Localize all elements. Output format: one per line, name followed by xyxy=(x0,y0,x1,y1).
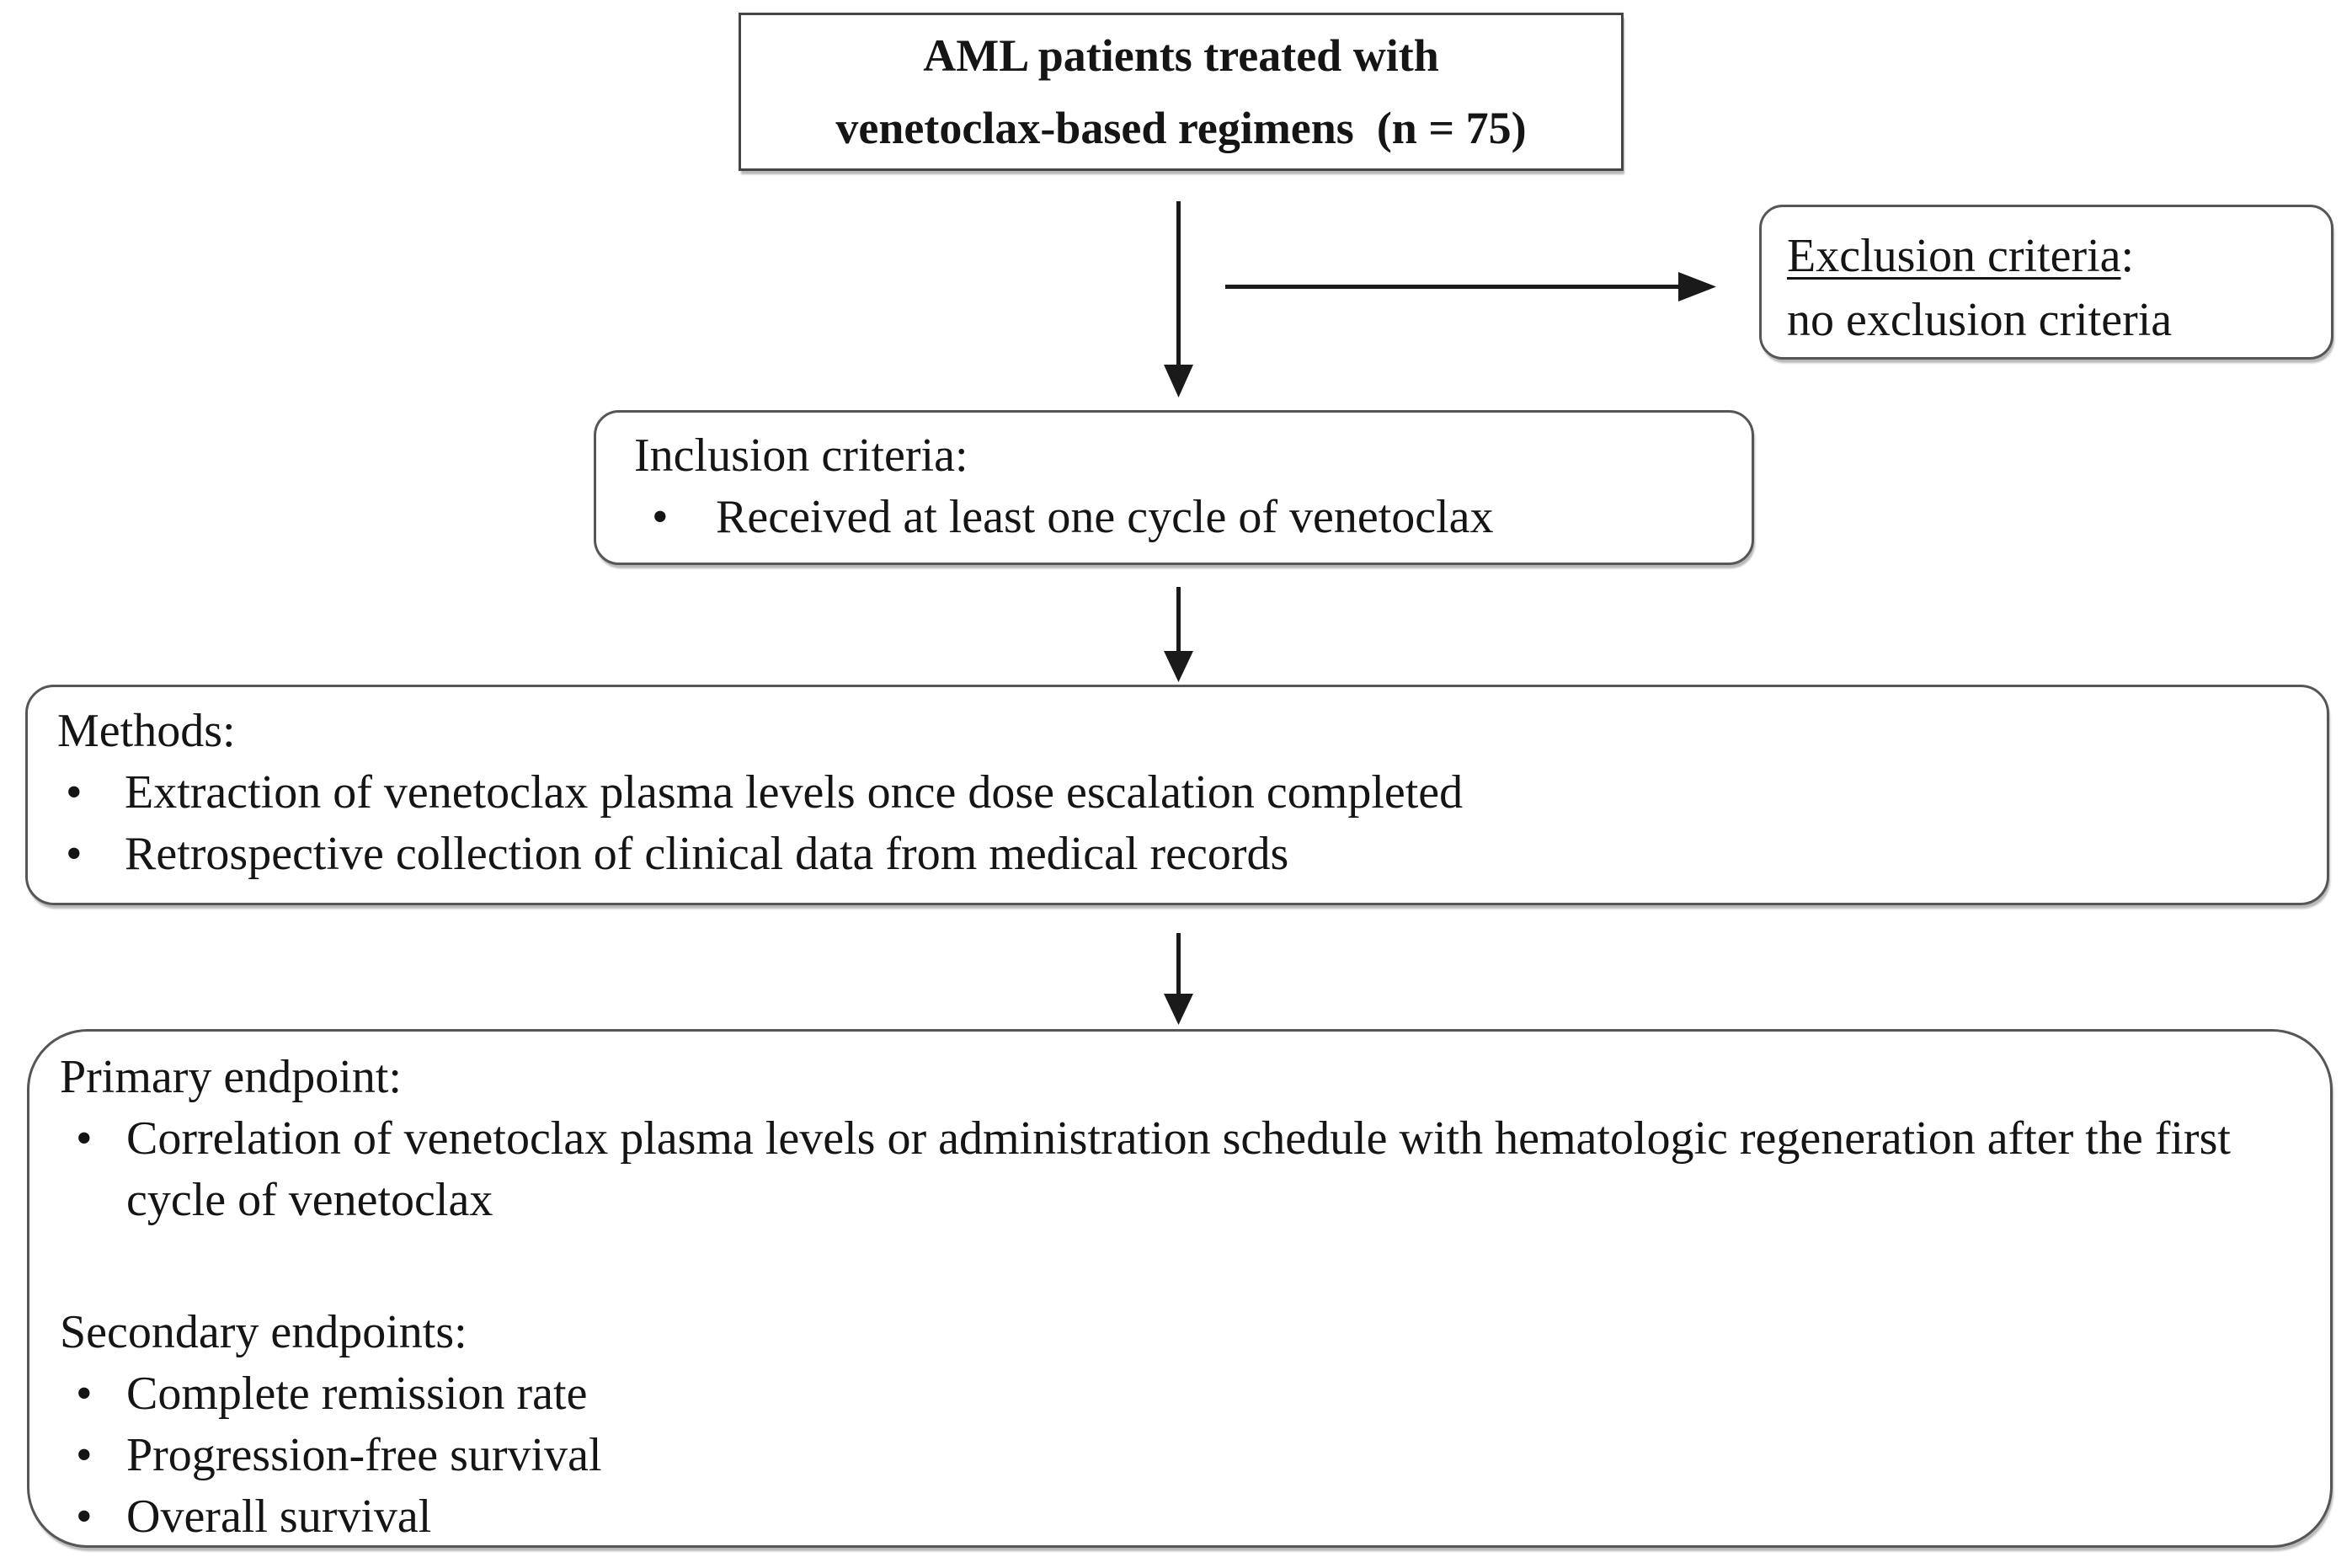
bullet-icon: • xyxy=(76,1112,93,1165)
arrow-right-to-exclusion-icon xyxy=(1225,272,1716,301)
exclusion-heading-colon: : xyxy=(2120,230,2135,282)
arrow-head xyxy=(1164,651,1193,682)
inclusion-bullet-item: • Received at least one cycle of venetoc… xyxy=(652,487,1735,548)
secondary-endpoint-bullet-text: Overall survival xyxy=(126,1491,432,1543)
bullet-icon: • xyxy=(66,828,83,880)
secondary-endpoint-bullet-item: • Complete remission rate xyxy=(76,1363,2305,1425)
exclusion-body: no exclusion criteria xyxy=(1787,294,2173,346)
methods-heading: Methods: xyxy=(57,705,236,757)
bullet-icon: • xyxy=(76,1491,93,1543)
methods-bullet-item: • Retrospective collection of clinical d… xyxy=(66,824,2310,885)
arrow-down-to-endpoints-icon xyxy=(1164,933,1193,1025)
arrow-head xyxy=(1678,272,1716,301)
inclusion-heading: Inclusion criteria: xyxy=(634,429,968,482)
methods-bullet-item: • Extraction of venetoclax plasma levels… xyxy=(66,762,2310,824)
primary-endpoint-heading: Primary endpoint: xyxy=(60,1051,402,1103)
secondary-endpoint-bullet-item: • Overall survival xyxy=(76,1486,2305,1548)
enrollment-line1: AML patients treated with xyxy=(923,30,1439,81)
exclusion-criteria-box: Exclusion criteria: no exclusion criteri… xyxy=(1759,205,2333,360)
secondary-endpoint-bullet-text: Progression-free survival xyxy=(126,1429,602,1481)
bullet-icon: • xyxy=(652,491,669,543)
methods-box: Methods: • Extraction of venetoclax plas… xyxy=(25,685,2329,905)
arrow-down-to-methods-icon xyxy=(1164,587,1193,682)
secondary-endpoint-bullet-item: • Progression-free survival xyxy=(76,1425,2305,1486)
exclusion-heading: Exclusion criteria xyxy=(1787,230,2121,282)
methods-bullet-text: Extraction of venetoclax plasma levels o… xyxy=(125,766,1464,819)
secondary-endpoints-heading: Secondary endpoints: xyxy=(60,1306,467,1358)
bullet-icon: • xyxy=(76,1368,93,1420)
enrollment-box: AML patients treated with venetoclax-bas… xyxy=(739,13,1624,171)
primary-endpoint-bullet-text: Correlation of venetoclax plasma levels … xyxy=(126,1112,2231,1226)
methods-bullet-text: Retrospective collection of clinical dat… xyxy=(125,828,1289,880)
bullet-icon: • xyxy=(76,1429,93,1481)
arrow-down-to-inclusion-icon xyxy=(1164,201,1193,397)
inclusion-criteria-box: Inclusion criteria: • Received at least … xyxy=(594,410,1754,565)
bullet-icon: • xyxy=(66,766,83,819)
blank-line-spacer xyxy=(60,1231,2305,1302)
primary-endpoint-bullet-item: • Correlation of venetoclax plasma level… xyxy=(76,1108,2305,1231)
inclusion-bullet-text: Received at least one cycle of venetocla… xyxy=(716,491,1494,543)
exclusion-heading-line: Exclusion criteria: xyxy=(1787,224,2314,288)
secondary-endpoint-bullet-text: Complete remission rate xyxy=(126,1368,588,1420)
endpoints-box: Primary endpoint: • Correlation of venet… xyxy=(27,1029,2333,1548)
arrow-head xyxy=(1164,365,1193,397)
arrow-head xyxy=(1164,994,1193,1025)
enrollment-line2: venetoclax-based regimens (n = 75) xyxy=(835,103,1527,153)
